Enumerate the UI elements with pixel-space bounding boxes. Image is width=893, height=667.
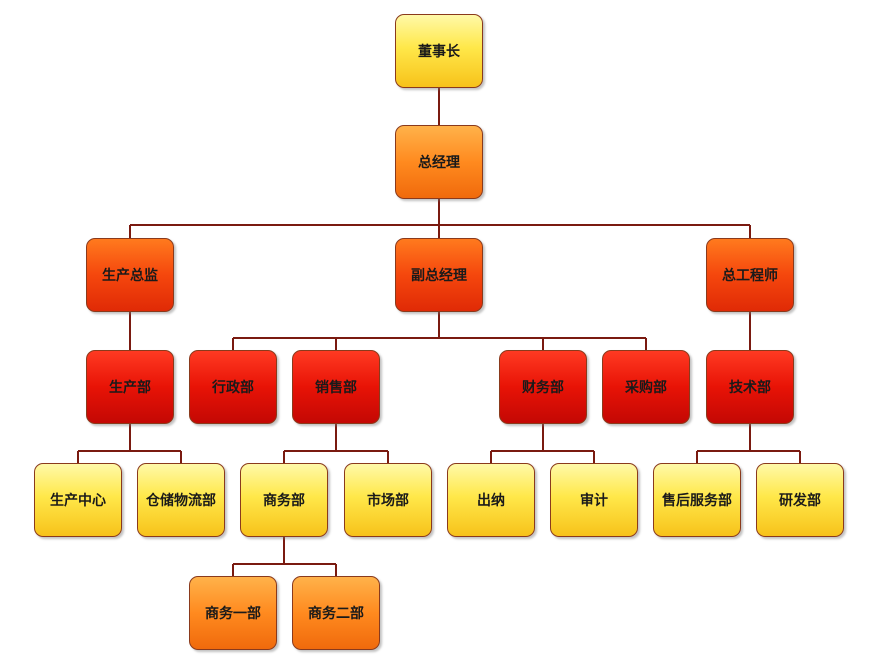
node-production-director: 生产总监 xyxy=(86,238,174,312)
node-chief-engineer: 总工程师 xyxy=(706,238,794,312)
node-administration-dept: 行政部 xyxy=(189,350,277,424)
node-marketing-dept: 市场部 xyxy=(344,463,432,537)
node-production-dept: 生产部 xyxy=(86,350,174,424)
node-chairman: 董事长 xyxy=(395,14,483,88)
node-cashier: 出纳 xyxy=(447,463,535,537)
node-technology-dept: 技术部 xyxy=(706,350,794,424)
node-after-sales-service-dept: 售后服务部 xyxy=(653,463,741,537)
node-finance-dept: 财务部 xyxy=(499,350,587,424)
node-audit: 审计 xyxy=(550,463,638,537)
node-deputy-general-manager: 副总经理 xyxy=(395,238,483,312)
node-business-dept: 商务部 xyxy=(240,463,328,537)
node-business-dept-1: 商务一部 xyxy=(189,576,277,650)
node-purchasing-dept: 采购部 xyxy=(602,350,690,424)
node-rnd-dept: 研发部 xyxy=(756,463,844,537)
node-business-dept-2: 商务二部 xyxy=(292,576,380,650)
node-sales-dept: 销售部 xyxy=(292,350,380,424)
node-warehouse-logistics-dept: 仓储物流部 xyxy=(137,463,225,537)
node-general-manager: 总经理 xyxy=(395,125,483,199)
node-production-center: 生产中心 xyxy=(34,463,122,537)
